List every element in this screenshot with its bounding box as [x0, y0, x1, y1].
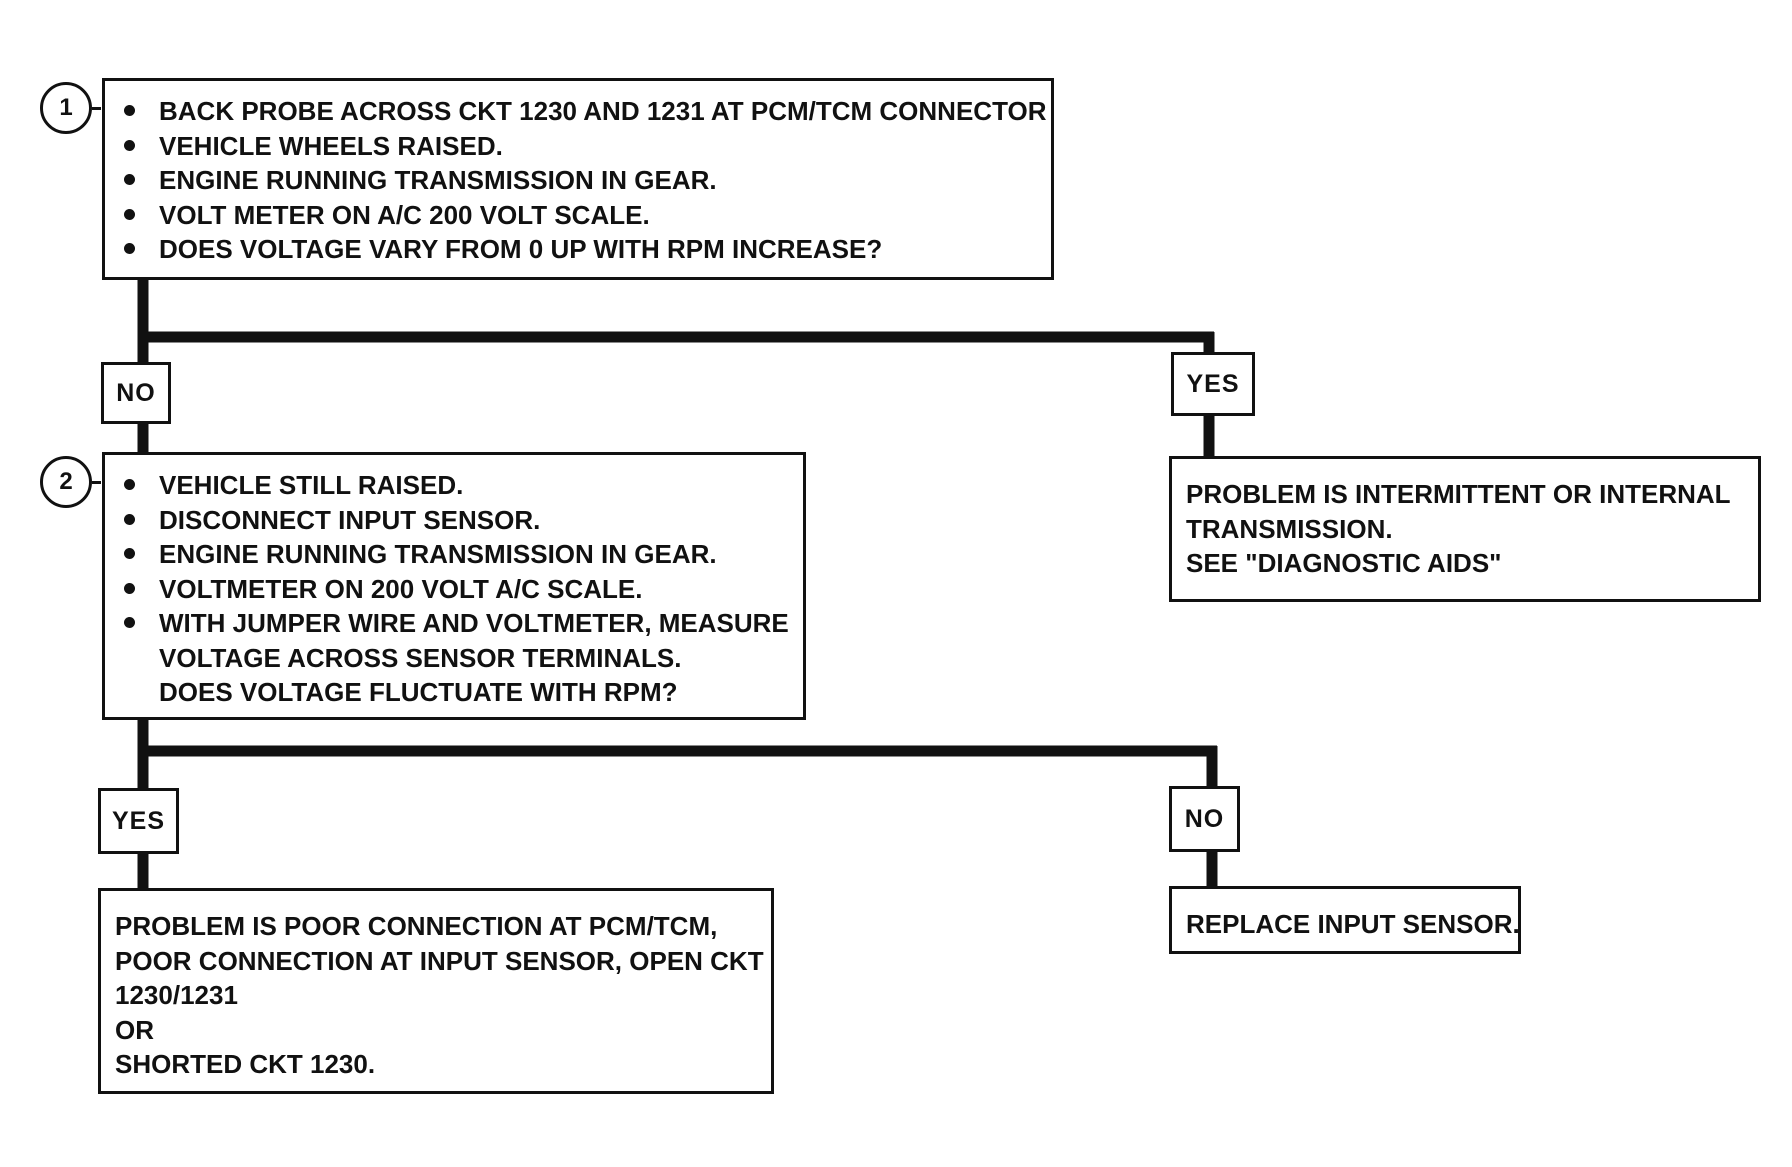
step-2-item: VOLTMETER ON 200 VOLT A/C SCALE.: [119, 572, 789, 607]
step-2-item: VEHICLE STILL RAISED.: [119, 468, 789, 503]
step-1-no-label: NO: [116, 378, 156, 407]
step-2-box: VEHICLE STILL RAISED. DISCONNECT INPUT S…: [102, 452, 806, 720]
bullet-icon: [124, 243, 135, 254]
step-1-item: ENGINE RUNNING TRANSMISSION IN GEAR.: [119, 163, 1037, 198]
result-poor-connection-line: 1230/1231: [115, 980, 238, 1010]
result-intermittent-line: SEE "DIAGNOSTIC AIDS": [1186, 548, 1502, 578]
step-1-list: BACK PROBE ACROSS CKT 1230 AND 1231 AT P…: [119, 94, 1047, 267]
step-2-item: ENGINE RUNNING TRANSMISSION IN GEAR.: [119, 537, 789, 572]
step-1-yes-label-box: YES: [1171, 352, 1255, 416]
step-1-item: VOLT METER ON A/C 200 VOLT SCALE.: [119, 198, 1037, 233]
result-intermittent-line: PROBLEM IS INTERMITTENT OR INTERNAL: [1186, 479, 1731, 509]
result-poor-connection-box: PROBLEM IS POOR CONNECTION AT PCM/TCM, P…: [98, 888, 774, 1094]
bullet-icon: [124, 139, 135, 151]
step-2-item: WITH JUMPER WIRE AND VOLTMETER, MEASURE …: [119, 606, 789, 710]
bullet-icon: [124, 617, 135, 628]
step-1-item: BACK PROBE ACROSS CKT 1230 AND 1231 AT P…: [119, 94, 1047, 129]
step-2-list: VEHICLE STILL RAISED. DISCONNECT INPUT S…: [119, 468, 789, 710]
result-poor-connection-line: PROBLEM IS POOR CONNECTION AT PCM/TCM,: [115, 911, 718, 941]
bullet-icon: [124, 174, 135, 185]
step-number-1-tail: [92, 107, 101, 110]
step-number-1: 1: [40, 82, 92, 134]
bullet-icon: [124, 513, 135, 525]
step-1-no-label-box: NO: [101, 362, 171, 424]
step-2-item: DISCONNECT INPUT SENSOR.: [119, 503, 789, 538]
step-2-no-label-box: NO: [1169, 786, 1240, 852]
step-number-2-label: 2: [59, 468, 73, 495]
step-1-box: BACK PROBE ACROSS CKT 1230 AND 1231 AT P…: [102, 78, 1054, 280]
step-2-yes-label: YES: [111, 806, 166, 835]
result-intermittent-box: PROBLEM IS INTERMITTENT OR INTERNAL TRAN…: [1169, 456, 1761, 602]
result-poor-connection-line: SHORTED CKT 1230.: [115, 1049, 376, 1079]
bullet-icon: [124, 479, 135, 490]
result-poor-connection-line: POOR CONNECTION AT INPUT SENSOR, OPEN CK…: [115, 945, 764, 976]
step-2-no-label: NO: [1184, 804, 1225, 833]
bullet-icon: [124, 105, 135, 116]
result-poor-connection-line: OR: [115, 1014, 154, 1045]
bullet-icon: [124, 582, 135, 594]
step-1-yes-label: YES: [1186, 369, 1240, 398]
bullet-icon: [124, 208, 135, 220]
step-1-item: VEHICLE WHEELS RAISED.: [119, 129, 1037, 164]
result-intermittent-line: TRANSMISSION.: [1186, 513, 1393, 544]
step-number-2-tail: [92, 481, 101, 484]
step-1-item: DOES VOLTAGE VARY FROM 0 UP WITH RPM INC…: [119, 232, 1037, 267]
result-replace-sensor-box: REPLACE INPUT SENSOR.: [1169, 886, 1521, 954]
step-number-2: 2: [40, 456, 92, 508]
step-2-yes-label-box: YES: [98, 788, 179, 854]
bullet-icon: [124, 548, 135, 559]
step-number-1-label: 1: [59, 94, 73, 121]
result-replace-sensor-line: REPLACE INPUT SENSOR.: [1186, 909, 1520, 939]
